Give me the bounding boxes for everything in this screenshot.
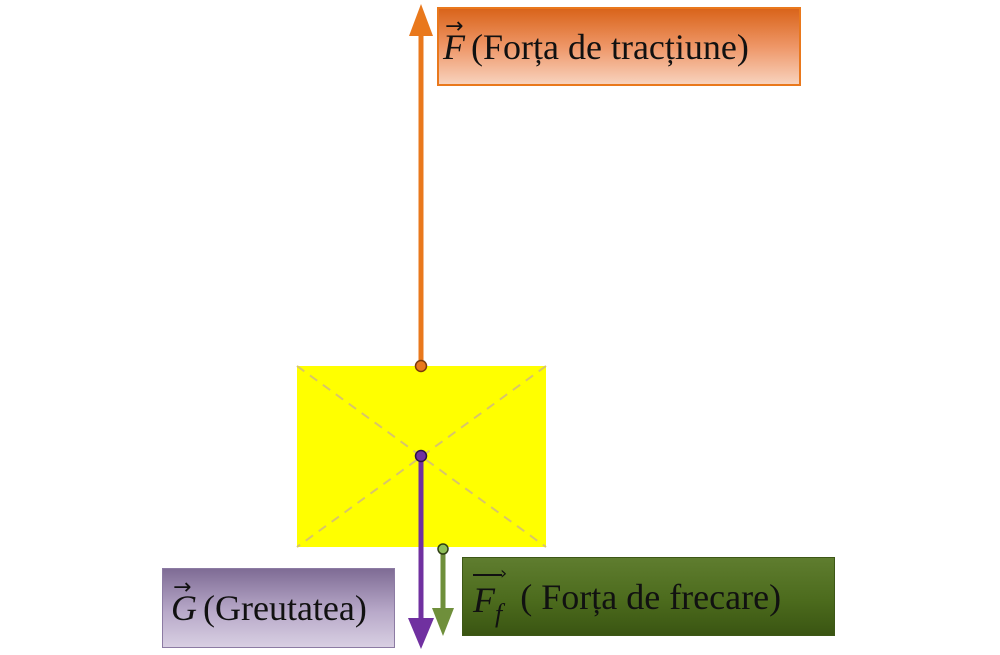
block-diagonal-2 bbox=[296, 365, 547, 548]
vector-bar-icon bbox=[473, 573, 503, 576]
vector-arrowhead-icon: › bbox=[500, 562, 508, 584]
vector-arrow-icon: → bbox=[173, 575, 192, 600]
vector-arrow-icon: → bbox=[445, 13, 464, 39]
friction-force-origin bbox=[437, 543, 449, 555]
weight-force-arrowhead bbox=[408, 618, 434, 649]
weight-vector-symbol: → G bbox=[171, 575, 197, 628]
traction-force-origin bbox=[414, 359, 428, 373]
traction-force-text: (Forța de tracțiune) bbox=[471, 26, 749, 67]
weight-force-label: → G (Greutatea) bbox=[162, 568, 395, 648]
weight-force-text: (Greutatea) bbox=[203, 588, 367, 628]
friction-force-label: › Ff ( Forța de frecare) bbox=[462, 557, 835, 636]
traction-force-label: → F (Forța de tracțiune) bbox=[437, 7, 801, 86]
weight-force-origin bbox=[414, 449, 428, 463]
friction-force-arrowhead bbox=[432, 608, 454, 636]
traction-force-arrowhead bbox=[409, 4, 433, 36]
friction-vector-symbol: › Ff bbox=[473, 562, 508, 628]
traction-vector-symbol: → F bbox=[443, 13, 465, 67]
block-diagonal-1 bbox=[296, 365, 547, 548]
friction-force-text: ( Forța de frecare) bbox=[520, 576, 782, 617]
